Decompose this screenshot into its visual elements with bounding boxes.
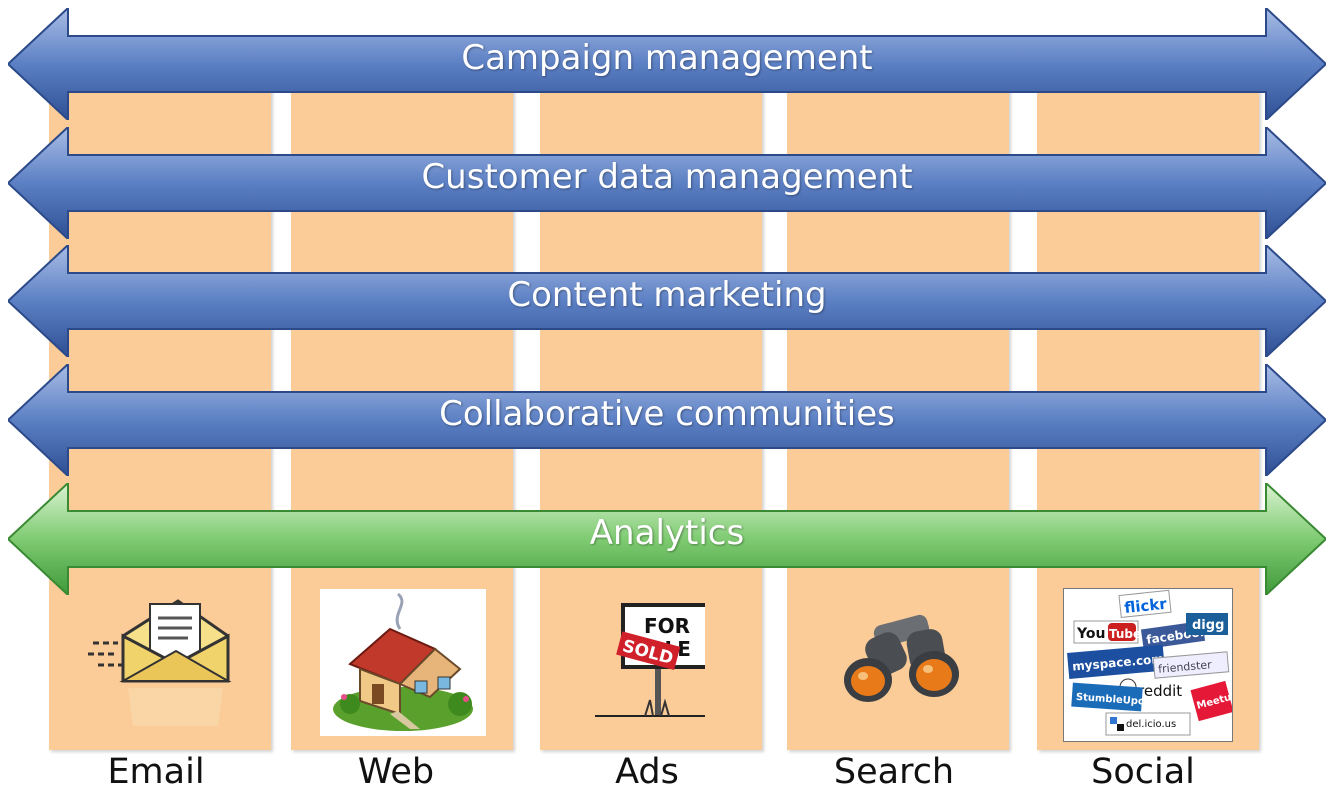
double-arrow-shape [8, 245, 1326, 357]
svg-text:reddit: reddit [1138, 682, 1182, 700]
column-label-social: Social [1091, 752, 1195, 792]
band-analytics: Analytics [8, 483, 1326, 595]
column-label-email: Email [107, 752, 205, 792]
double-arrow-shape [8, 127, 1326, 239]
band-label: Content marketing [507, 275, 827, 315]
band-label: Analytics [589, 513, 745, 553]
band-label: Collaborative communities [439, 394, 895, 434]
double-arrow-shape [8, 8, 1326, 120]
svg-text:flickr: flickr [1123, 595, 1168, 617]
svg-text:You: You [1076, 626, 1105, 642]
column-label-web: Web [357, 752, 435, 792]
band-label: Campaign management [461, 38, 873, 78]
svg-text:del.icio.us: del.icio.us [1126, 719, 1176, 730]
band-label: Customer data management [421, 157, 913, 197]
web-house-image [320, 589, 486, 736]
svg-text:friendster: friendster [1158, 658, 1213, 676]
social-logos-collage-image: flickr You Tube facebook digg myspace.co… [1063, 588, 1239, 742]
band-collaborative-communities: Collaborative communities [8, 364, 1326, 476]
svg-text:Tube: Tube [1109, 627, 1141, 641]
ads-for-sale-sign-image: FOR ALE SOLD [595, 600, 713, 720]
search-binoculars-icon [838, 612, 963, 707]
svg-text:digg: digg [1192, 618, 1224, 633]
column-label-ads: Ads [615, 752, 679, 792]
email-envelope-icon [88, 596, 233, 731]
band-campaign-management: Campaign management [8, 8, 1326, 120]
ads-sign-text: FOR [644, 614, 690, 638]
double-arrow-shape [8, 364, 1326, 476]
double-arrow-shape [8, 483, 1326, 595]
column-label-search: Search [833, 752, 955, 792]
band-content-marketing: Content marketing [8, 245, 1326, 357]
band-customer-data-management: Customer data management [8, 127, 1326, 239]
svg-text:StumbleUpon: StumbleUpon [1076, 692, 1153, 708]
